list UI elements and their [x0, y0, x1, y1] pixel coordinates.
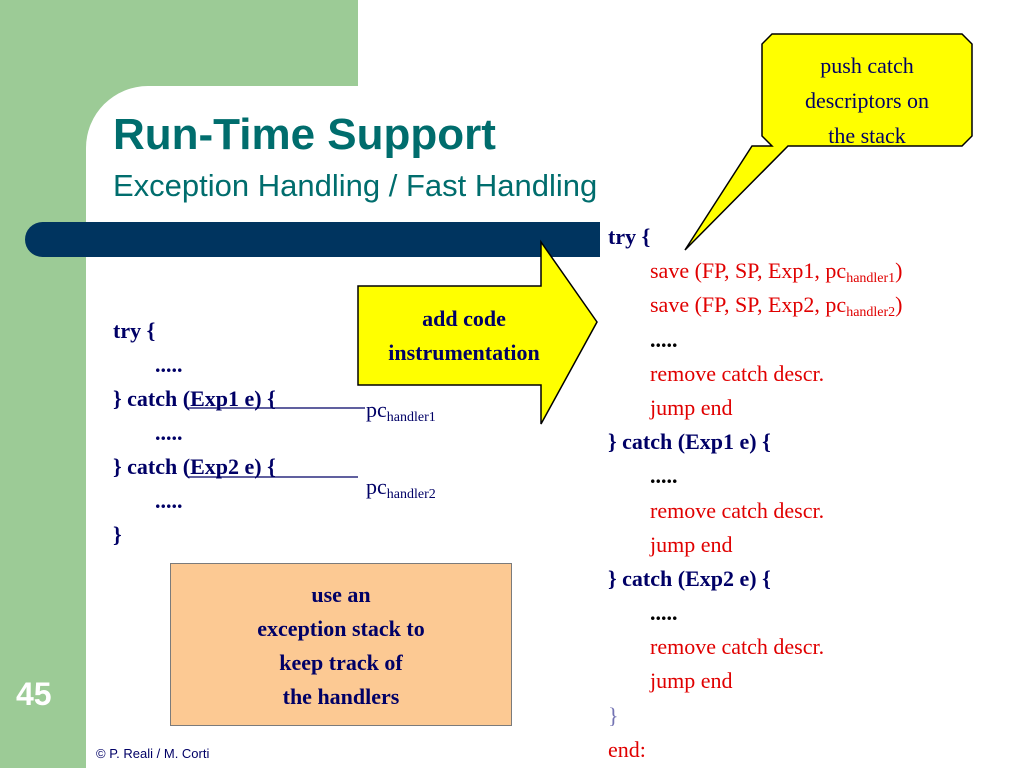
code-line: } catch (Exp1 e) {	[608, 425, 903, 459]
code-line: }	[608, 702, 619, 728]
page-number: 45	[16, 676, 52, 712]
code-line: .....	[155, 352, 183, 377]
pc-subscript: handler2	[386, 487, 436, 502]
code-line: remove catch descr.	[650, 634, 825, 660]
code-text: Exp1 e	[685, 429, 750, 455]
pc-text: pc	[366, 397, 387, 422]
code-text: ) {	[749, 429, 771, 455]
code-line: remove catch descr.	[650, 497, 825, 523]
code-line: .....	[155, 420, 183, 445]
arrow-shape	[357, 239, 598, 425]
code-line: try {	[608, 224, 651, 249]
callout-line: push catch	[820, 53, 914, 78]
code-text: } catch (	[608, 429, 686, 455]
note-text: use an exception stack to keep track of …	[170, 578, 512, 714]
code-text: save (FP, SP, Exp1, pc	[650, 258, 847, 284]
code-line: save (FP, SP, Exp2, pchandler2)	[608, 288, 903, 322]
code-text: )	[895, 258, 903, 284]
code-line: .....	[650, 463, 678, 489]
note-line: keep track of	[279, 650, 403, 675]
note-line: exception stack to	[257, 616, 425, 641]
pc-handler2-label: pchandler2	[366, 474, 436, 503]
slide-title: Run-Time Support	[113, 110, 496, 159]
arrow-line: add code	[422, 306, 506, 331]
callout-text: push catch descriptors on the stack	[762, 48, 972, 153]
code-line: end:	[608, 736, 646, 762]
code-line: } catch (Exp2 e) {	[113, 454, 276, 479]
pc-text: pc	[366, 474, 387, 499]
pc-subscript: handler1	[386, 410, 436, 425]
code-line: .....	[650, 326, 678, 352]
note-box	[170, 563, 512, 726]
code-text: ) {	[749, 565, 771, 591]
code-subscript: handler2	[846, 305, 896, 321]
callout-bubble	[684, 33, 973, 251]
code-text: save (FP, SP, Exp2, pc	[650, 292, 847, 318]
code-line: save (FP, SP, Exp1, pchandler1)	[608, 254, 903, 288]
note-line: the handlers	[282, 684, 400, 709]
arrow-label: add code instrumentation	[358, 302, 570, 370]
callout-line: the stack	[828, 123, 906, 148]
arrow-line: instrumentation	[388, 340, 540, 365]
code-line: } catch (Exp2 e) {	[608, 562, 903, 596]
left-code-block: try { ..... } catch (Exp1 e) { ..... } c…	[113, 314, 276, 552]
slide-subtitle: Exception Handling / Fast Handling	[113, 168, 598, 203]
code-line: .....	[155, 488, 183, 513]
code-text: } catch (	[608, 565, 686, 591]
code-line: jump end	[650, 394, 733, 420]
code-text: Exp2 e	[685, 565, 750, 591]
code-line: .....	[650, 600, 678, 626]
note-line: use an	[311, 582, 371, 607]
code-line: jump end	[650, 531, 733, 557]
code-line: }	[113, 522, 122, 547]
callout-line: descriptors on	[804, 88, 930, 113]
code-line: jump end	[650, 668, 733, 694]
code-line: } catch (Exp1 e) {	[113, 386, 276, 411]
code-line: remove catch descr.	[650, 360, 825, 386]
pc-handler1-label: pchandler1	[366, 397, 436, 426]
code-line: try {	[113, 318, 156, 343]
code-text: )	[895, 292, 903, 318]
right-code-block: try { save (FP, SP, Exp1, pchandler1) sa…	[608, 220, 903, 767]
code-subscript: handler1	[846, 271, 896, 287]
footer-copyright: © P. Reali / M. Corti	[96, 746, 210, 761]
title-divider-bar	[25, 222, 600, 257]
